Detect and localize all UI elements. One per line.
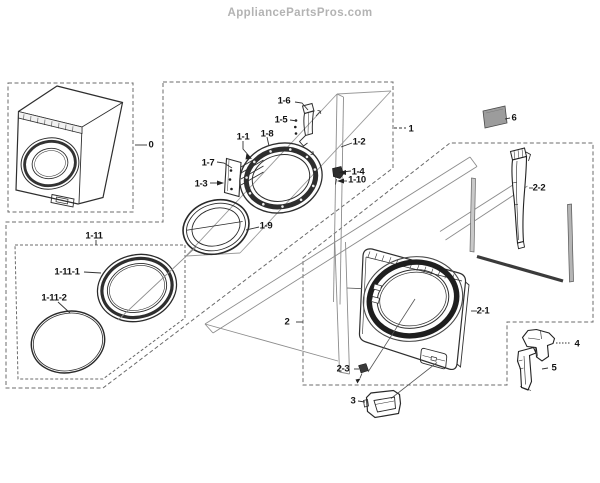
hinge-holder-part (516, 346, 537, 391)
callout-3: 3 (350, 395, 356, 407)
door-latch-part (363, 389, 402, 419)
door-glass (30, 310, 106, 374)
seal-bar (476, 254, 564, 283)
callout-1-9: 1-9 (259, 220, 273, 232)
watermark: AppliancePartsPros.com (227, 7, 373, 19)
callout-1-11-2: 1-11-2 (41, 292, 67, 304)
callout-2: 2 (284, 316, 290, 328)
callout-5: 5 (551, 362, 557, 374)
group-1-box (5, 81, 394, 389)
callout-4: 4 (574, 338, 580, 350)
door-handle-part (509, 147, 531, 250)
callout-1-5: 1-5 (274, 114, 288, 126)
group-0-box (7, 82, 134, 213)
group-boundaries (5, 81, 594, 389)
callout-6: 6 (511, 112, 517, 124)
frame-screw-bosses (245, 148, 317, 208)
dryer-door-ring (20, 137, 80, 190)
bracket-screws (228, 169, 233, 191)
callout-1-8: 1-8 (260, 128, 274, 140)
cabinet-hinge-part (521, 328, 556, 362)
callout-2-3: 2-3 (336, 363, 350, 375)
leader-arrowheads (217, 153, 346, 186)
callout-1-2: 1-2 (352, 136, 366, 148)
damper-pad-part (482, 105, 508, 129)
panel-door-ring (362, 256, 464, 342)
door-hinge-part (294, 102, 322, 156)
inner-ring-leader (117, 246, 197, 321)
group-1-11-box (14, 244, 186, 380)
callout-1-6: 1-6 (277, 95, 291, 107)
door-glass-sheet-lines (185, 90, 392, 305)
door-gasket-ring (182, 198, 250, 256)
callout-1-11: 1-11 (85, 230, 103, 242)
callout-leaders (57, 101, 570, 403)
callout-1-7: 1-7 (201, 157, 215, 169)
panel-strips (469, 177, 574, 283)
callout-1-11-1: 1-11-1 (54, 266, 80, 278)
door-frame-ring (239, 142, 323, 214)
hinge-screws (294, 119, 298, 135)
callout-0: 0 (148, 139, 154, 151)
callout-1-4: 1-4 (351, 166, 365, 178)
front-panel (346, 248, 470, 399)
inner-door-ring (96, 253, 178, 323)
panel-clip-part (355, 363, 369, 384)
hinge-bracket-part (223, 153, 264, 198)
latch-clip-part (332, 166, 344, 185)
callout-1-1: 1-1 (236, 131, 250, 143)
panel-hinge-cutouts (370, 283, 382, 304)
callout-2-2: 2-2 (532, 182, 546, 194)
group-2-box (302, 142, 594, 386)
callout-1-3: 1-3 (194, 178, 208, 190)
dryer-cabinet-illustration (15, 85, 124, 208)
callout-1: 1 (408, 123, 414, 135)
callout-1-10: 1-10 (348, 174, 366, 186)
callout-2-1: 2-1 (476, 305, 490, 317)
panel-latch-recess (419, 347, 448, 370)
